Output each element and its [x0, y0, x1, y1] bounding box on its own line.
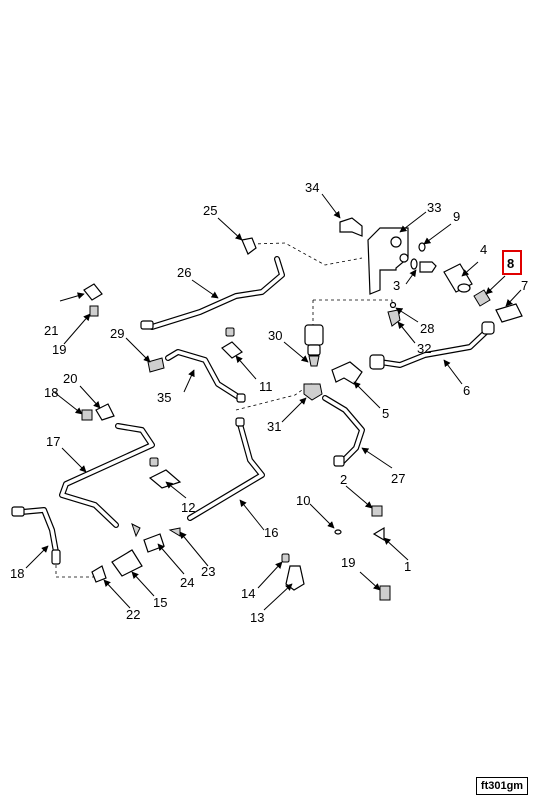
callout-17: 17	[46, 434, 60, 449]
callout-3: 3	[393, 278, 400, 293]
tube-36	[165, 349, 246, 403]
callout-27: 26	[177, 265, 191, 280]
callout-24: 23	[201, 564, 215, 579]
callout-6: 6	[463, 383, 470, 398]
callout-12: 12	[181, 500, 195, 515]
part-2-fitting	[371, 505, 383, 517]
part-32-tee	[303, 383, 323, 401]
part-26-elbow	[241, 237, 257, 255]
callout-23: 22	[126, 607, 140, 622]
tube-16	[187, 417, 265, 521]
part-4-filter	[443, 263, 473, 293]
part-25-tee	[131, 523, 181, 553]
alignment-lines	[55, 242, 393, 578]
part-34-bracket	[367, 227, 409, 295]
part-5-elbow	[331, 361, 363, 385]
callout-16: 16	[264, 525, 278, 540]
highlighted-callout-8[interactable]: 8	[502, 250, 522, 275]
callout-19b: 19	[341, 555, 355, 570]
part-12-clip	[148, 457, 182, 489]
callout-5: 5	[382, 406, 389, 421]
part-20-fitting	[89, 305, 99, 317]
callout-10: 10	[296, 493, 310, 508]
callout-9: 9	[453, 209, 460, 224]
part-14-13-clamp	[281, 553, 305, 591]
callout-21: 20	[63, 371, 77, 386]
part-1-clip	[372, 526, 385, 542]
callout-26: 25	[203, 203, 217, 218]
callout-29: 28	[420, 321, 434, 336]
callout-30: 29	[110, 326, 124, 341]
callout-15: 15	[153, 595, 167, 610]
part-19-fitting-b	[379, 585, 391, 601]
part-10-oring	[334, 529, 342, 535]
callout-2: 2	[340, 472, 347, 487]
part-22-elbow	[83, 283, 103, 301]
tube-28	[322, 395, 365, 467]
callout-4: 4	[480, 242, 487, 257]
callout-22: 21	[44, 323, 58, 338]
callout-35: 34	[305, 180, 319, 195]
callout-labels: 34 33 9 4 7 3 25 26 28 32 30 29 11 6 5 3…	[10, 180, 528, 625]
tube-27	[140, 256, 285, 330]
part-19-fitting-a	[81, 409, 93, 421]
callout-25: 24	[180, 575, 194, 590]
diagram-code-label: ft301gm	[476, 777, 528, 795]
callout-20: 19	[52, 342, 66, 357]
part-30-fitting	[147, 357, 165, 373]
callout-31: 30	[268, 328, 282, 343]
part-29-oring	[389, 301, 397, 309]
part-7-tee	[495, 303, 523, 323]
part-11-bracket	[221, 327, 243, 359]
part-15-filter	[111, 549, 143, 577]
part-3-fitting	[410, 258, 437, 273]
part-9-washer	[418, 242, 426, 252]
callout-14: 14	[241, 586, 255, 601]
part-31-filter	[304, 324, 324, 367]
callout-33: 32	[417, 341, 431, 356]
part-33-fitting	[387, 309, 401, 327]
part-21-elbow	[95, 403, 115, 421]
callout-19a: 18	[44, 385, 58, 400]
leader-lines	[25, 193, 522, 611]
highlight-box	[502, 250, 522, 275]
tube-6	[369, 321, 495, 370]
callout-7: 7	[521, 278, 528, 293]
callout-1: 1	[404, 559, 411, 574]
tube-17	[59, 423, 155, 528]
callout-18: 18	[10, 566, 24, 581]
callout-32: 31	[267, 419, 281, 434]
part-35-elbow	[339, 217, 363, 237]
callout-11: 11	[259, 379, 273, 394]
callout-13: 13	[250, 610, 264, 625]
tube-18	[11, 506, 61, 565]
callout-28: 27	[391, 471, 405, 486]
callout-36: 35	[157, 390, 171, 405]
callout-8: 8	[507, 256, 514, 271]
part-23-elbow	[91, 565, 107, 583]
callout-34: 33	[427, 200, 441, 215]
